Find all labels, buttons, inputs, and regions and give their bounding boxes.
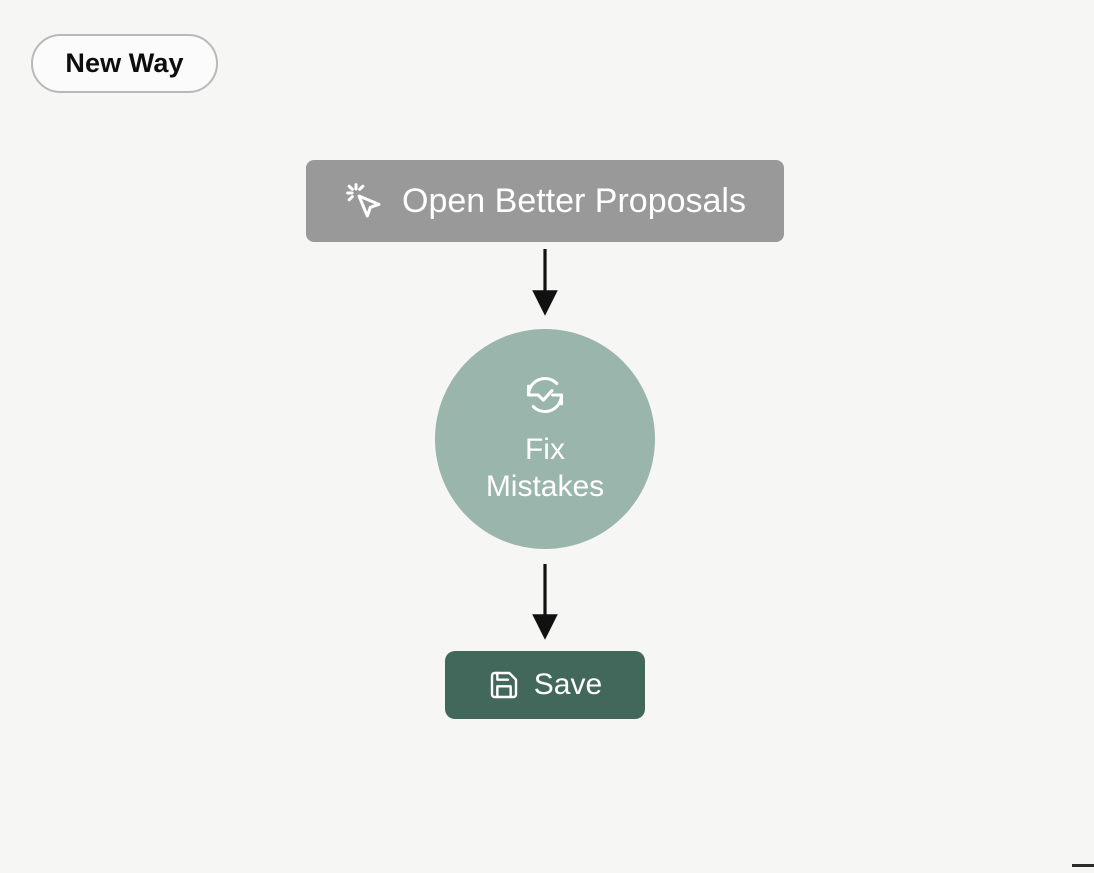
node-fix-mistakes-label: Fix Mistakes xyxy=(485,432,605,504)
diagram-badge[interactable]: New Way xyxy=(31,34,218,93)
node-save-label: Save xyxy=(533,668,603,701)
viewport-edge-artifact xyxy=(1072,864,1094,867)
node-open-better-proposals[interactable]: Open Better Proposals xyxy=(306,160,784,242)
diagram-badge-label: New Way xyxy=(65,48,184,78)
refresh-check-icon xyxy=(523,373,567,417)
node-fix-mistakes[interactable]: Fix Mistakes xyxy=(435,329,655,549)
floppy-disk-save-icon xyxy=(488,669,520,701)
node-open-better-proposals-label: Open Better Proposals xyxy=(402,182,746,220)
node-save[interactable]: Save xyxy=(445,651,645,719)
mouse-pointer-click-icon xyxy=(344,181,384,221)
